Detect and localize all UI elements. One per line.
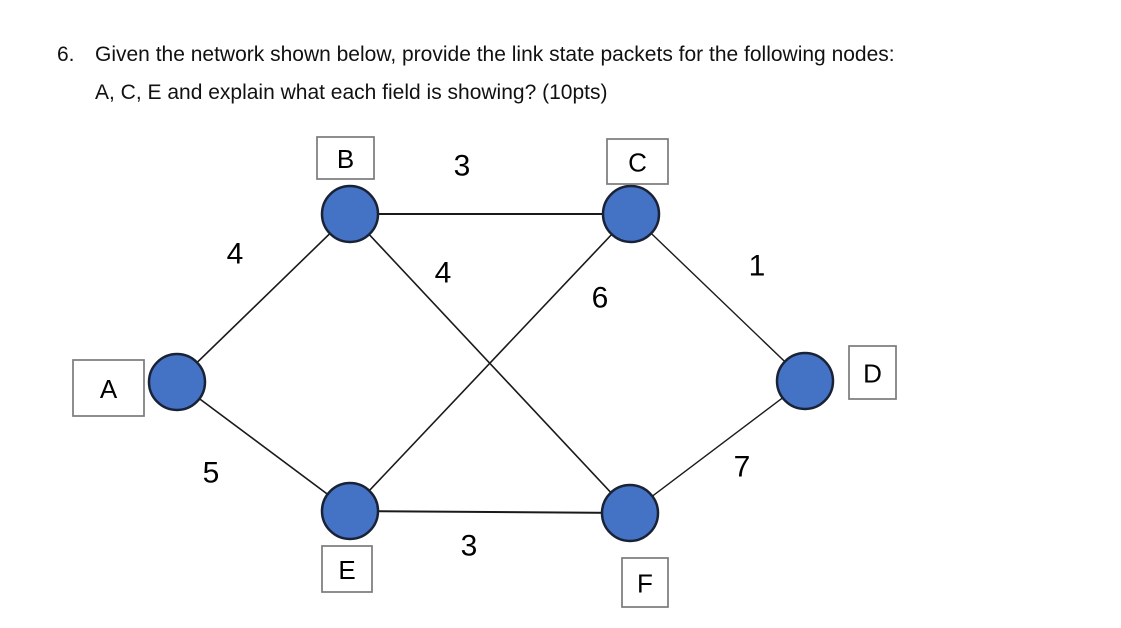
edge-A-E: [176, 381, 351, 512]
edge-C-D: [630, 213, 806, 382]
node-circle-C: [601, 184, 661, 244]
edge-weight-B-F: 4: [435, 257, 452, 290]
question-block: 6. Given the network shown below, provid…: [57, 36, 1077, 112]
node-label-box-D: [848, 345, 897, 400]
node-label-A: A: [100, 374, 118, 404]
edge-weight-A-E: 5: [203, 457, 220, 490]
node-circle-D: [775, 351, 835, 411]
node-circle-E: [320, 481, 380, 541]
node-label-box-A: [72, 359, 145, 417]
edge-weight-E-F: 3: [461, 530, 478, 563]
node-label-F: F: [637, 569, 653, 599]
node-label-B: B: [337, 144, 354, 174]
node-circle-B: [320, 184, 380, 244]
question-number: 6.: [57, 43, 75, 66]
edge-weight-C-D: 1: [749, 250, 766, 283]
node-circle-A: [147, 352, 207, 412]
question-text: Given the network shown below, provide t…: [95, 36, 1077, 112]
node-label-D: D: [863, 359, 882, 389]
node-circle-F: [600, 483, 660, 543]
edge-weight-A-B: 4: [227, 238, 244, 271]
edge-A-B: [176, 213, 351, 383]
edge-C-E: [349, 213, 632, 512]
edge-weight-B-C: 3: [454, 150, 471, 183]
question-line-2: A, C, E and explain what each field is s…: [95, 81, 608, 104]
node-label-box-E: [321, 545, 373, 593]
node-label-C: C: [628, 148, 647, 178]
node-label-box-B: [316, 136, 375, 180]
node-label-E: E: [338, 555, 355, 585]
edge-weight-C-E: 6: [592, 282, 609, 315]
edge-weight-F-D: 7: [734, 451, 751, 484]
node-label-box-F: [621, 557, 669, 608]
question-line-1: Given the network shown below, provide t…: [95, 43, 895, 66]
edge-F-D: [629, 380, 806, 514]
edge-E-F: [349, 510, 631, 514]
node-label-box-C: [606, 138, 669, 185]
